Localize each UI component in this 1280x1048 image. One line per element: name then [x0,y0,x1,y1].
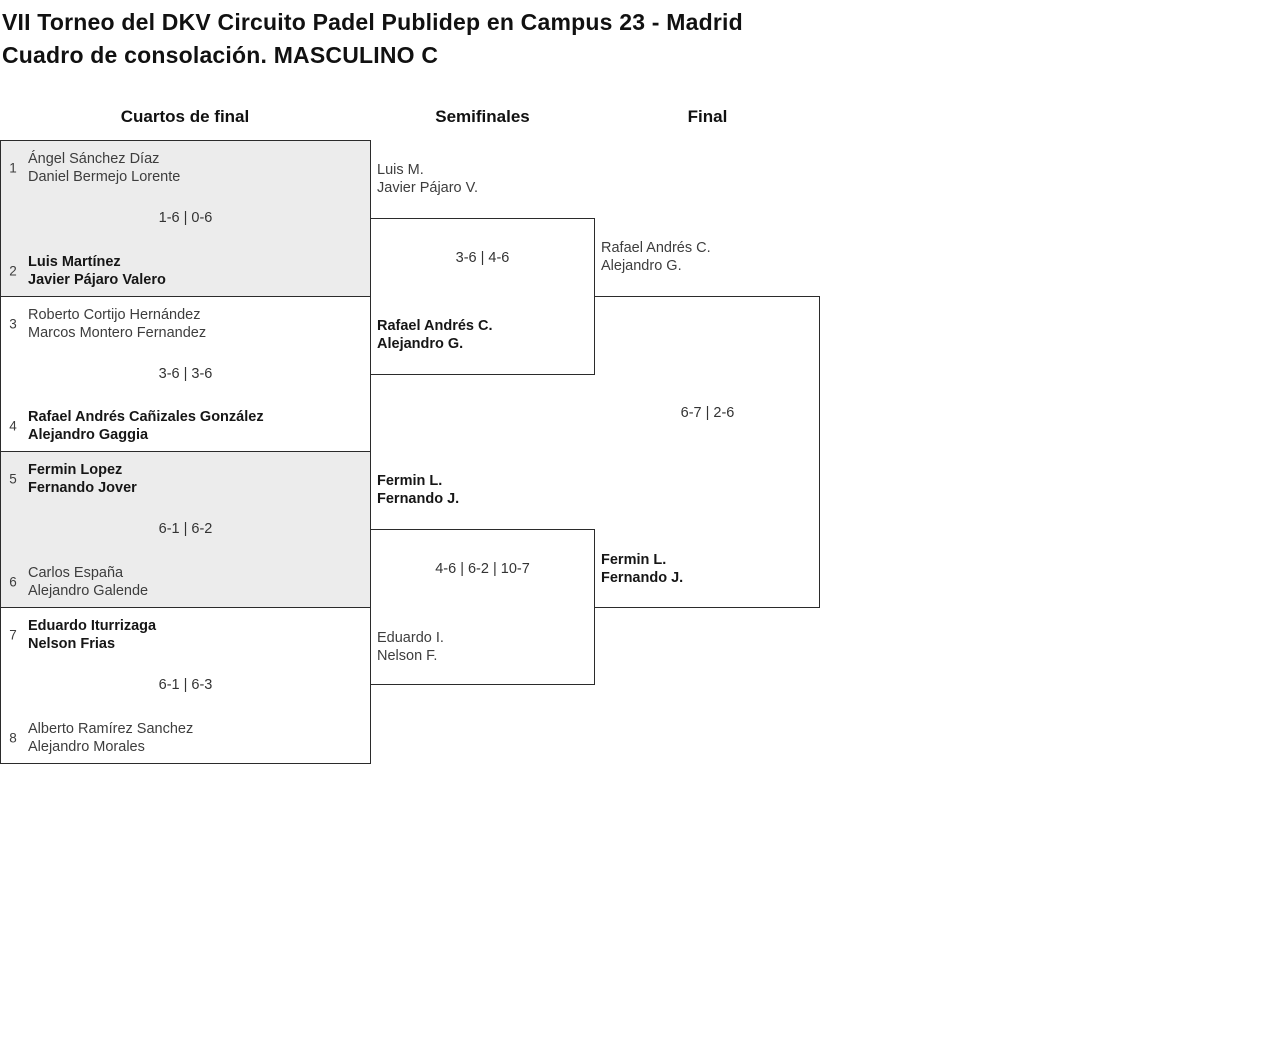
team-label: Eduardo I. Nelson F. [377,629,444,665]
player-name: Javier Pájaro Valero [28,271,166,288]
player-name: Carlos España [28,564,124,581]
team-players: Fermin Lopez Fernando Jover [28,461,370,497]
team-label: Luis M. Javier Pájaro V. [377,161,478,197]
team-slot: 1 Ángel Sánchez Díaz Daniel Bermejo Lore… [1,150,370,186]
team-players: Ángel Sánchez Díaz Daniel Bermejo Lorent… [28,150,370,186]
team-slot: 6 Carlos España Alejandro Galende [1,564,370,600]
player-name: Roberto Cortijo Hernández [28,306,201,323]
player-name: Marcos Montero Fernandez [28,324,207,341]
player-name: Daniel Bermejo Lorente [28,169,181,185]
qf-match-1: 1 Ángel Sánchez Díaz Daniel Bermejo Lore… [1,141,370,297]
seed-number: 7 [9,627,17,642]
seed-number: 1 [9,160,17,176]
round-header-semifinals: Semifinales [435,107,530,126]
team-players: Luis Martínez Javier Pájaro Valero [28,253,370,289]
final-match-box [594,296,820,608]
player-name: Alejandro Galende [28,582,149,599]
player-name: Alberto Ramírez Sanchez [28,721,194,737]
player-name: Alejandro G. [377,336,464,352]
round-header-quarterfinals: Cuartos de final [120,107,250,126]
player-name: Eduardo I. [377,630,444,646]
qf-match-2: 3 Roberto Cortijo Hernández Marcos Monte… [1,296,370,452]
team-slot: 8 Alberto Ramírez Sanchez Alejandro Mora… [1,720,370,756]
team-label: Fermin L. Fernando J. [601,551,683,587]
team-players: Alberto Ramírez Sanchez Alejandro Morale… [28,720,370,756]
match-score: 6-7 | 2-6 [680,405,735,421]
player-name: Nelson Frias [28,635,116,652]
player-name: Rafael Andrés C. [377,318,493,334]
player-name: Alejandro G. [601,258,682,274]
player-name: Javier Pájaro V. [377,180,479,196]
match-score: 4-6 | 6-2 | 10-7 [435,561,530,577]
team-slot: 5 Fermin Lopez Fernando Jover [1,461,370,497]
seed-number: 6 [9,574,17,589]
round-header-final: Final [687,107,728,126]
match-score: 1-6 | 0-6 [158,210,213,226]
match-score: 3-6 | 3-6 [158,365,213,382]
seed-number: 8 [9,730,17,746]
match-score: 6-1 | 6-2 [158,521,213,537]
player-name: Alejandro Gaggia [28,427,149,443]
player-name: Luis Martínez [28,253,121,270]
team-slot: 3 Roberto Cortijo Hernández Marcos Monte… [1,306,370,342]
team-slot: 7 Eduardo Iturrizaga Nelson Frias [1,617,370,653]
team-slot: 4 Rafael Andrés Cañizales González Aleja… [1,408,370,444]
qf-match-4: 7 Eduardo Iturrizaga Nelson Frias 6-1 | … [1,607,370,763]
player-name: Nelson F. [377,648,438,664]
qf-match-3: 5 Fermin Lopez Fernando Jover 6-1 | 6-2 … [1,452,370,608]
player-name: Fernando J. [377,491,460,507]
match-score: 3-6 | 4-6 [455,250,510,266]
page-title: VII Torneo del DKV Circuito Padel Publid… [2,6,743,72]
title-line-1: VII Torneo del DKV Circuito Padel Publid… [2,9,743,35]
seed-number: 2 [9,263,17,278]
team-players: Carlos España Alejandro Galende [28,564,370,600]
player-name: Fernando Jover [28,480,137,496]
team-players: Eduardo Iturrizaga Nelson Frias [28,617,370,653]
player-name: Fernando J. [601,570,684,586]
seed-number: 5 [9,471,17,487]
team-slot: 2 Luis Martínez Javier Pájaro Valero [1,253,370,289]
team-label: Rafael Andrés C. Alejandro G. [377,317,493,353]
team-label: Rafael Andrés C. Alejandro G. [601,239,711,275]
player-name: Rafael Andrés Cañizales González [28,409,264,425]
quarterfinals-column: 1 Ángel Sánchez Díaz Daniel Bermejo Lore… [0,140,371,764]
player-name: Fermin Lopez [28,462,123,478]
player-name: Fermin L. [601,552,667,568]
match-score: 6-1 | 6-3 [158,676,213,693]
player-name: Rafael Andrés C. [601,240,711,256]
team-players: Roberto Cortijo Hernández Marcos Montero… [28,306,370,342]
team-label: Fermin L. Fernando J. [377,472,459,508]
title-line-2: Cuadro de consolación. MASCULINO C [2,42,439,68]
player-name: Alejandro Morales [28,739,145,755]
team-players: Rafael Andrés Cañizales González Alejand… [28,408,370,444]
player-name: Ángel Sánchez Díaz [28,151,160,167]
player-name: Luis M. [377,162,424,178]
player-name: Eduardo Iturrizaga [28,617,157,634]
seed-number: 3 [9,316,17,331]
seed-number: 4 [9,418,17,434]
player-name: Fermin L. [377,473,443,489]
